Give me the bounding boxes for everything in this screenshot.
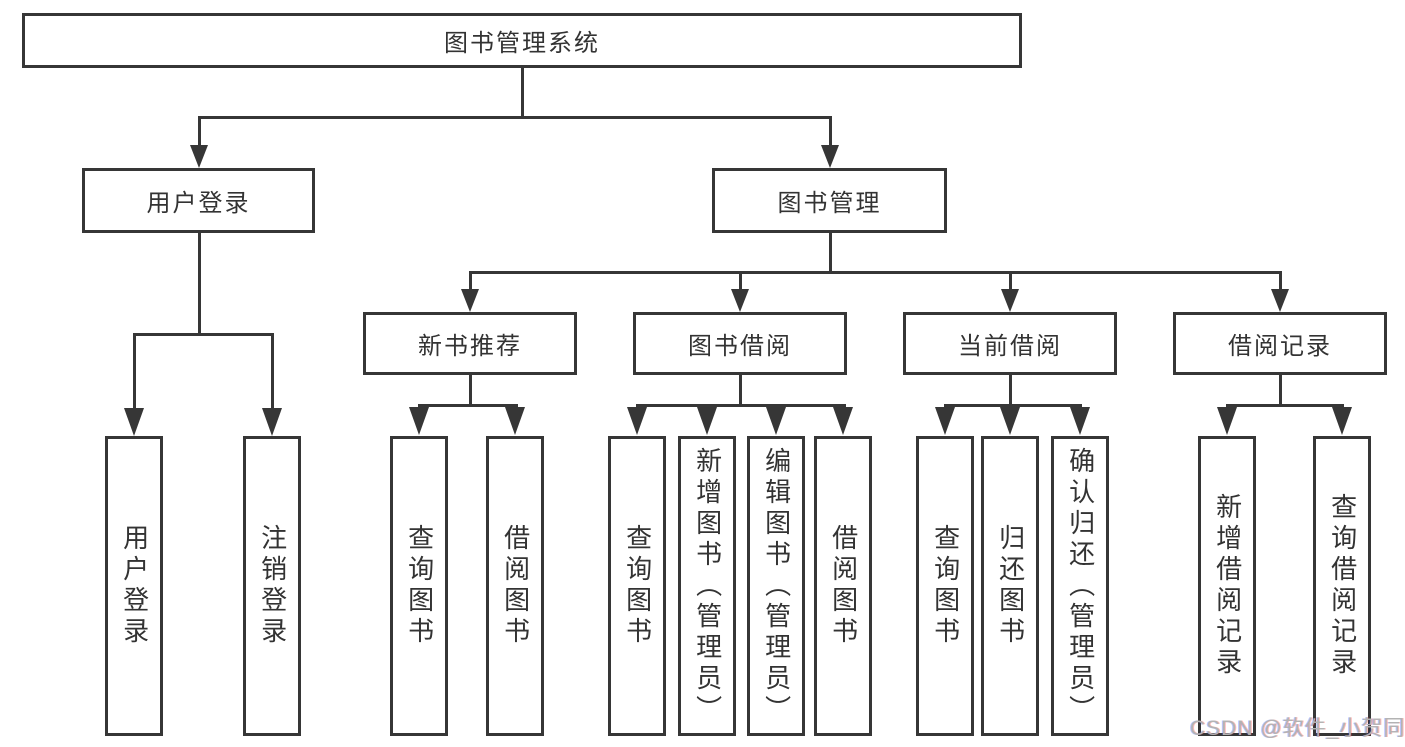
arrow-down-icon [1332, 407, 1352, 435]
arrow-down-icon [697, 407, 717, 435]
leaf-query-books-recommend: 查询图书 [390, 436, 448, 736]
leaf-borrow-books-recommend-label: 借阅图书 [500, 524, 531, 648]
leaf-query-books-borrow: 查询图书 [608, 436, 666, 736]
leaf-add-book-admin-label: 新增图书（管理员） [692, 446, 723, 726]
connector-hline [468, 271, 1282, 274]
leaf-logout-label: 注销登录 [257, 524, 288, 648]
connector-hline [1225, 404, 1344, 407]
connector-vline [270, 336, 274, 410]
node-new-book-recommend-label: 新书推荐 [418, 333, 522, 360]
arrow-down-icon [409, 407, 429, 435]
leaf-add-borrow-record-label: 新增借阅记录 [1212, 493, 1243, 679]
node-book-borrowing-label: 图书借阅 [688, 333, 792, 360]
connector-hline [635, 404, 846, 407]
connector-vline [197, 233, 201, 334]
arrow-down-icon [935, 407, 955, 435]
node-book-management: 图书管理 [712, 168, 947, 233]
leaf-query-books-current: 查询图书 [916, 436, 974, 736]
leaf-confirm-return-admin-label: 确认归还（管理员） [1065, 446, 1096, 726]
connector-vline [520, 68, 524, 119]
arrow-down-icon [190, 145, 208, 168]
leaf-user-login-label: 用户登录 [119, 524, 150, 648]
connector-hline [132, 333, 274, 336]
arrow-down-icon [833, 407, 853, 435]
node-new-book-recommend: 新书推荐 [363, 312, 577, 375]
arrow-down-icon [627, 407, 647, 435]
connector-vline [1008, 274, 1012, 290]
arrow-down-icon [821, 145, 839, 168]
connector-hline [943, 404, 1082, 407]
node-user-login-group: 用户登录 [82, 168, 315, 233]
leaf-borrow-books-recommend: 借阅图书 [486, 436, 544, 736]
leaf-borrow-books-label: 借阅图书 [828, 524, 859, 648]
node-current-borrowing: 当前借阅 [903, 312, 1117, 375]
arrow-down-icon [1001, 289, 1019, 312]
leaf-borrow-books: 借阅图书 [814, 436, 872, 736]
connector-hline [197, 116, 832, 119]
connector-vline [828, 119, 832, 146]
connector-vline [468, 375, 472, 405]
connector-vline [1278, 274, 1282, 290]
leaf-query-borrow-record-label: 查询借阅记录 [1327, 493, 1358, 679]
connector-vline [197, 119, 201, 146]
arrow-down-icon [1070, 407, 1090, 435]
node-book-borrowing: 图书借阅 [633, 312, 847, 375]
leaf-query-books-borrow-label: 查询图书 [622, 524, 653, 648]
arrow-down-icon [262, 408, 282, 436]
node-system-root-label: 图书管理系统 [444, 30, 600, 57]
connector-hline [417, 404, 518, 407]
node-system-root: 图书管理系统 [22, 13, 1022, 68]
connector-vline [1008, 375, 1012, 405]
connector-vline [738, 274, 742, 290]
connector-vline [828, 233, 832, 273]
leaf-query-borrow-record: 查询借阅记录 [1313, 436, 1371, 736]
arrow-down-icon [505, 407, 525, 435]
node-current-borrowing-label: 当前借阅 [958, 333, 1062, 360]
leaf-confirm-return-admin: 确认归还（管理员） [1051, 436, 1109, 736]
connector-vline [738, 375, 742, 405]
arrow-down-icon [124, 408, 144, 436]
node-borrow-records-label: 借阅记录 [1228, 333, 1332, 360]
node-borrow-records: 借阅记录 [1173, 312, 1387, 375]
arrow-down-icon [1271, 289, 1289, 312]
node-user-login-group-label: 用户登录 [146, 190, 251, 217]
leaf-add-borrow-record: 新增借阅记录 [1198, 436, 1256, 736]
arrow-down-icon [1217, 407, 1237, 435]
leaf-add-book-admin: 新增图书（管理员） [678, 436, 736, 736]
arrow-down-icon [731, 289, 749, 312]
arrow-down-icon [1000, 407, 1020, 435]
leaf-edit-book-admin-label: 编辑图书（管理员） [761, 446, 792, 726]
watermark: CSDN @软件_小贺同学 [1190, 717, 1405, 740]
connector-vline [1278, 375, 1282, 405]
leaf-return-books: 归还图书 [981, 436, 1039, 736]
leaf-query-books-current-label: 查询图书 [930, 524, 961, 648]
connector-vline [468, 274, 472, 290]
arrow-down-icon [766, 407, 786, 435]
leaf-return-books-label: 归还图书 [995, 524, 1026, 648]
leaf-edit-book-admin: 编辑图书（管理员） [747, 436, 805, 736]
node-book-management-label: 图书管理 [777, 190, 882, 217]
connector-vline [132, 336, 136, 410]
arrow-down-icon [461, 289, 479, 312]
leaf-query-books-recommend-label: 查询图书 [404, 524, 435, 648]
leaf-logout: 注销登录 [243, 436, 301, 736]
leaf-user-login: 用户登录 [105, 436, 163, 736]
